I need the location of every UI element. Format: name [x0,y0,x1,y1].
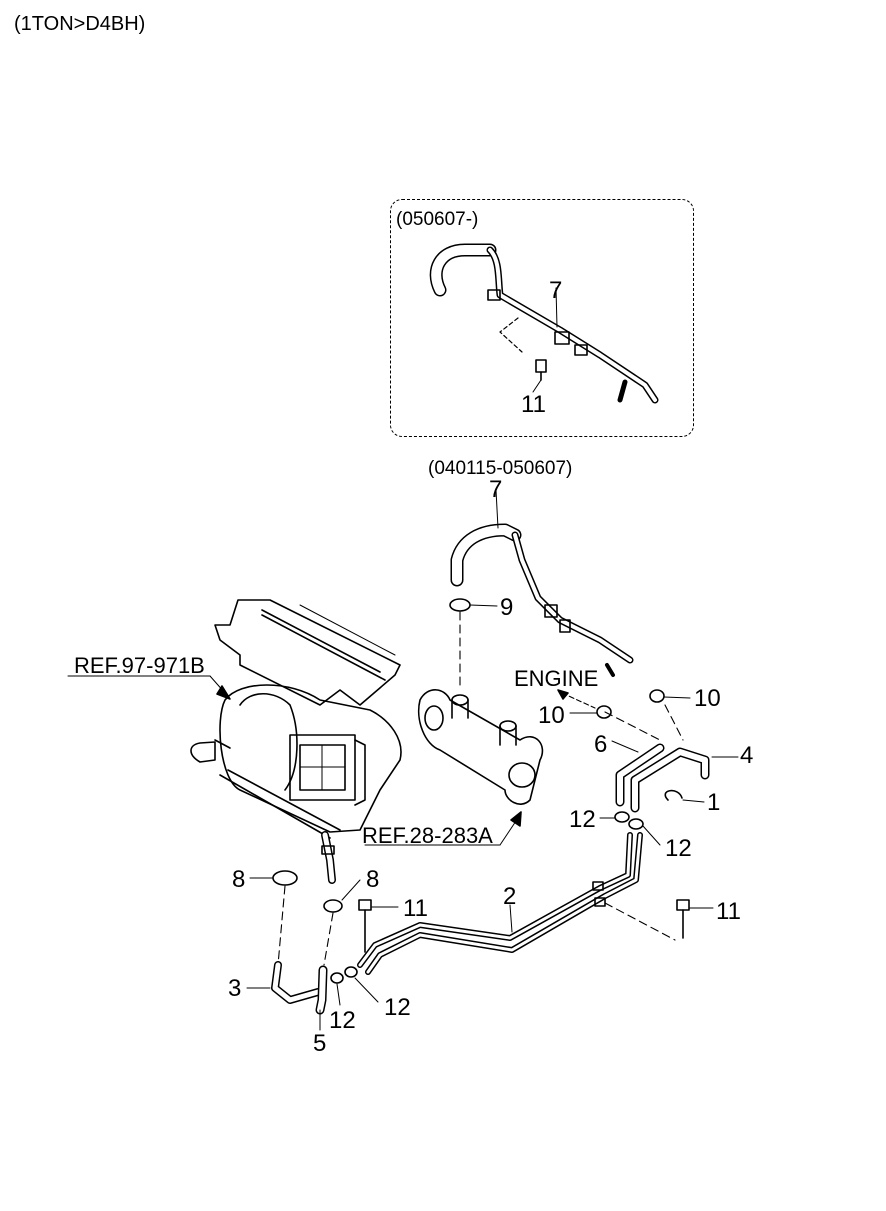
hose-7 [450,489,634,677]
heater-unit [190,599,402,839]
heater-outlet-hose [321,831,336,884]
hose-5 [315,965,328,1031]
callout-11-right: 11 [716,898,741,925]
callout-12-bottom-b: 12 [384,994,411,1021]
callout-4: 4 [740,742,754,769]
ref-heater-unit: REF.97-971B [74,653,205,678]
clamp-8-right [323,879,361,966]
egr-cooler [418,689,544,805]
hose-4 [630,747,739,813]
bolt-11-right [676,899,714,939]
callout-12-left: 12 [569,806,596,833]
main-date-range: (040115-050607) [428,458,573,479]
callout-10-right: 10 [694,685,721,712]
clamp-12-bottom-a [330,972,344,1006]
inset-hose-7 [429,243,659,404]
bolt-11-center [358,899,399,953]
callout-2: 2 [503,883,517,910]
inset-bolt-11 [532,359,547,393]
hose-3 [246,961,322,1004]
callout-3: 3 [228,975,242,1002]
callout-8-right: 8 [366,866,380,893]
clamp-12-bottom-b [344,966,379,1003]
clamp-12-right [628,818,661,846]
engine-arrow [557,689,684,741]
callout-8-left: 8 [232,866,246,893]
clamp-12-left [599,811,630,823]
ref-egr-cooler: REF.28-283A [362,823,493,848]
callout-10-left: 10 [538,702,565,729]
inset-date-range: (050607-) [396,209,479,230]
callout-12-bottom-a: 12 [329,1007,356,1034]
callout-9: 9 [500,594,514,621]
clamp-8-left [249,870,298,966]
hose-6 [611,740,665,807]
callout-11-center: 11 [403,895,428,922]
pipe-2 [357,832,676,975]
callout-12-right: 12 [665,835,692,862]
ref-egr-leader [364,811,522,846]
callout-6: 6 [594,731,608,758]
callout-1: 1 [707,789,721,816]
inset-frame [390,199,694,437]
clamp-9 [449,598,498,691]
clip-1 [664,789,705,803]
engine-label: ENGINE [514,666,599,691]
callout-5: 5 [313,1030,327,1057]
callout-7: 7 [489,476,503,503]
ref-heater-leader [67,675,231,700]
clamp-10-left [569,705,612,719]
clamp-10-right [649,689,691,703]
inset-callout-11: 11 [521,391,546,418]
model-code: (1TON>D4BH) [14,13,146,35]
